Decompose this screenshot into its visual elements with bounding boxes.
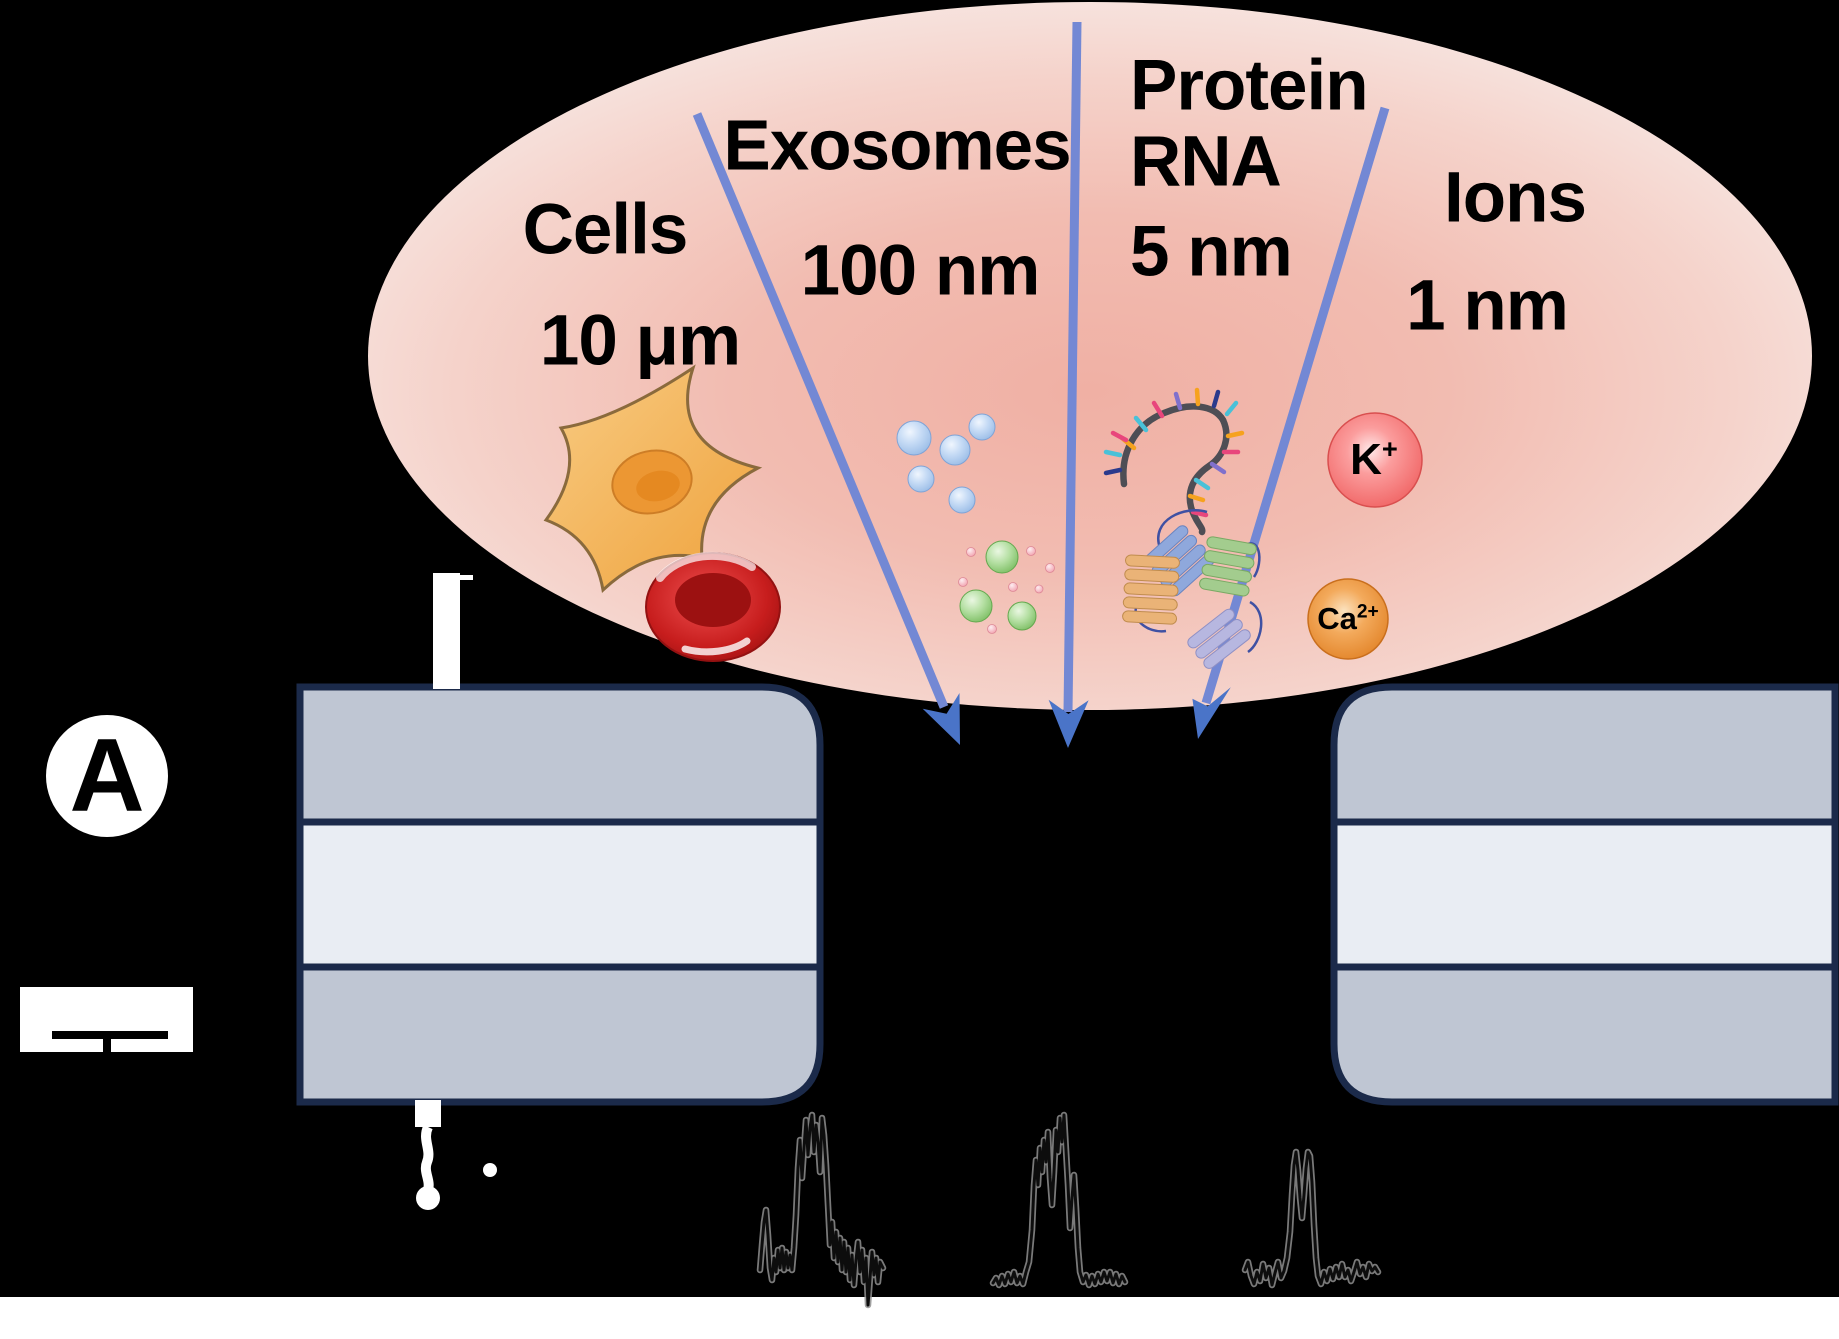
electrode-bottom <box>415 1100 441 1210</box>
divider-arrows <box>692 21 1390 713</box>
label-exosomes-size: 100 nm <box>800 231 1041 311</box>
divider-line-cells-exosomes <box>692 112 949 709</box>
label-ions-size: 1 nm <box>1406 266 1569 346</box>
potassium-charge: + <box>1381 433 1398 465</box>
calcium-ion-icon <box>1307 578 1389 660</box>
trace-exosomes <box>991 1113 1127 1287</box>
red-blood-cell-icon <box>645 551 781 662</box>
bottom-white-strip <box>0 1297 1839 1339</box>
panel-label: A <box>46 715 168 837</box>
exosome-cluster-icon <box>896 413 996 514</box>
label-exosomes: Exosomes <box>723 106 1071 186</box>
arrowheads <box>922 687 1231 748</box>
arrowhead-middle-icon <box>1048 699 1089 748</box>
arrowhead-right-icon <box>1192 687 1231 739</box>
sample-ellipse <box>368 2 1812 710</box>
current-traces <box>756 1111 1382 1309</box>
label-rna: RNA <box>1130 122 1282 202</box>
potassium-ion-icon <box>1327 412 1423 508</box>
calcium-label: Ca2+ <box>1317 601 1379 637</box>
potassium-symbol: K <box>1350 434 1382 484</box>
label-cells: Cells <box>522 190 689 270</box>
label-protein-size: 5 nm <box>1130 212 1293 292</box>
label-ions: Ions <box>1444 158 1587 238</box>
cell-icon <box>543 364 763 593</box>
arrowhead-left-icon <box>922 693 960 745</box>
membrane-block-left <box>296 683 824 1106</box>
label-cells-size: 10 μm <box>539 301 741 381</box>
calcium-symbol: Ca <box>1317 601 1357 636</box>
vesicle-cluster-icon <box>958 540 1055 634</box>
divider-line-exosomes-protein <box>1063 21 1082 713</box>
trace-cells <box>758 1113 885 1307</box>
divider-line-protein-ions <box>1201 106 1390 705</box>
electrode-top <box>433 573 473 689</box>
label-protein: Protein <box>1130 46 1369 126</box>
potassium-label: K+ <box>1350 433 1398 485</box>
protein-icon <box>1122 509 1263 669</box>
rna-icon <box>1103 387 1245 536</box>
membrane-block-right <box>1330 683 1839 1106</box>
trace-ions <box>1243 1150 1380 1287</box>
calcium-charge: 2+ <box>1356 601 1379 623</box>
wire-dot <box>483 1163 497 1177</box>
voltage-source-icon <box>20 987 193 1058</box>
